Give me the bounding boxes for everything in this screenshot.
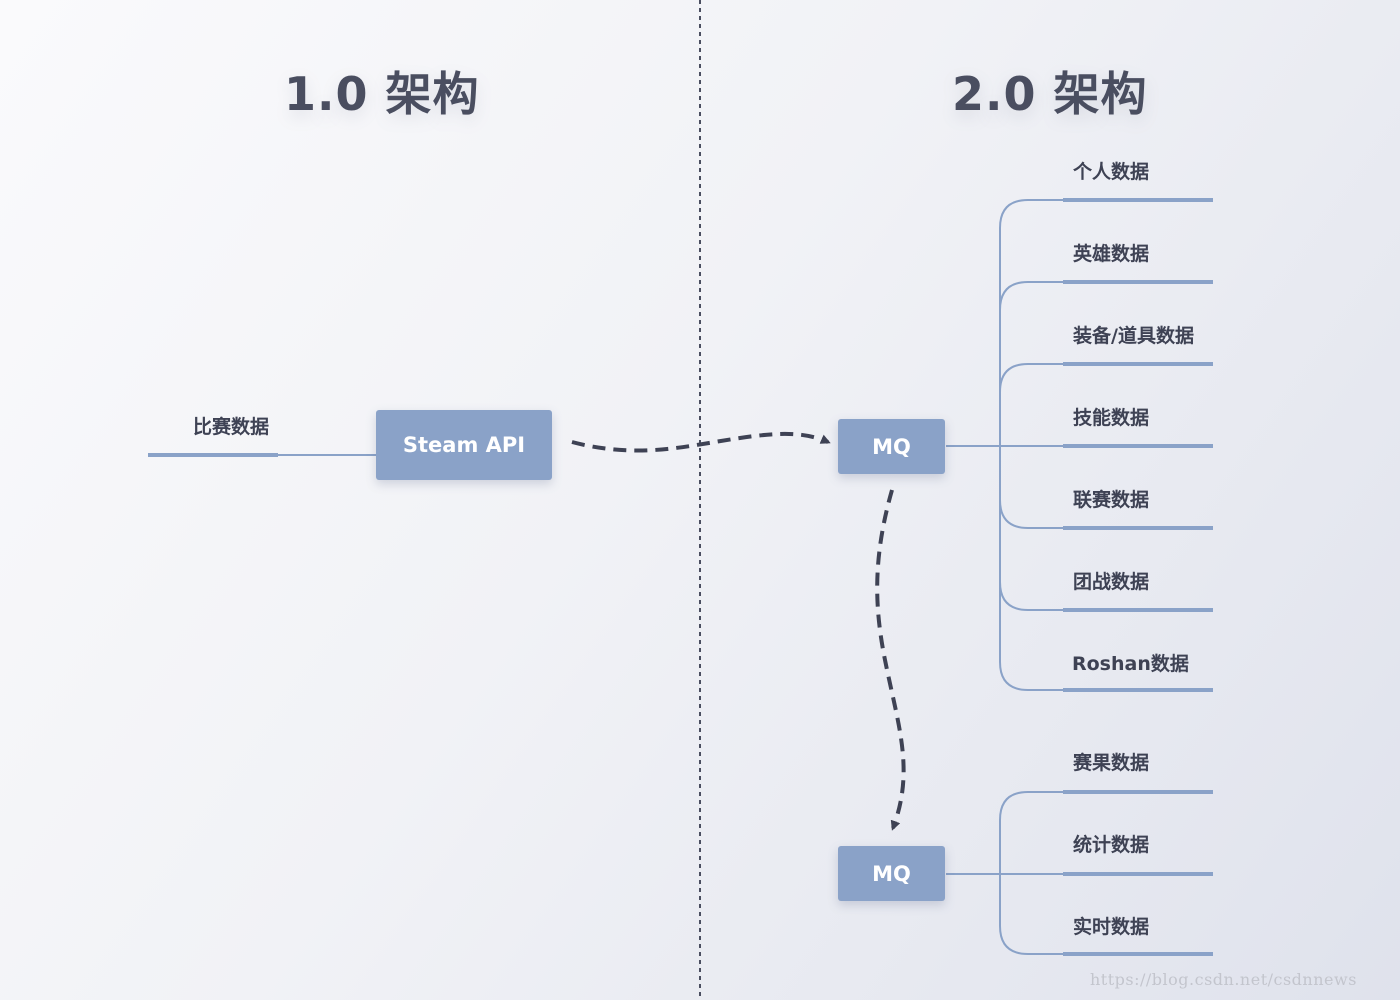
branch-label-stats: 统计数据 [1073, 834, 1150, 856]
mq-bottom-branch-underlines [1063, 790, 1213, 956]
mq-bottom-branch-curves [999, 791, 1063, 955]
branch-label-items: 装备/道具数据 [1073, 325, 1194, 347]
mq-node-top[interactable]: MQ [838, 419, 945, 474]
watermark-text: https://blog.csdn.net/csdnnews [1090, 970, 1357, 989]
arrow-steam-to-mq [571, 431, 831, 453]
branch-label-personal: 个人数据 [1073, 161, 1150, 183]
arrow-mq-to-mq [875, 489, 906, 831]
v2-title: 2.0 架构 [952, 67, 1148, 121]
branch-label-teamfight: 团战数据 [1073, 571, 1150, 593]
mq-top-branch-underlines [1063, 198, 1213, 692]
v1-title: 1.0 架构 [284, 67, 480, 121]
branch-label-roshan: Roshan数据 [1072, 653, 1189, 675]
branch-label-realtime: 实时数据 [1073, 916, 1150, 938]
branch-label-hero: 英雄数据 [1073, 243, 1150, 265]
mq-top-branch-curves [999, 199, 1063, 691]
branch-label-skills: 技能数据 [1073, 407, 1150, 429]
branch-label-league: 联赛数据 [1073, 489, 1150, 511]
branch-label-result: 赛果数据 [1073, 752, 1150, 774]
steam-api-node[interactable]: Steam API [376, 410, 552, 480]
mq-node-bottom[interactable]: MQ [838, 846, 945, 901]
v1-leaf-label: 比赛数据 [193, 416, 270, 438]
